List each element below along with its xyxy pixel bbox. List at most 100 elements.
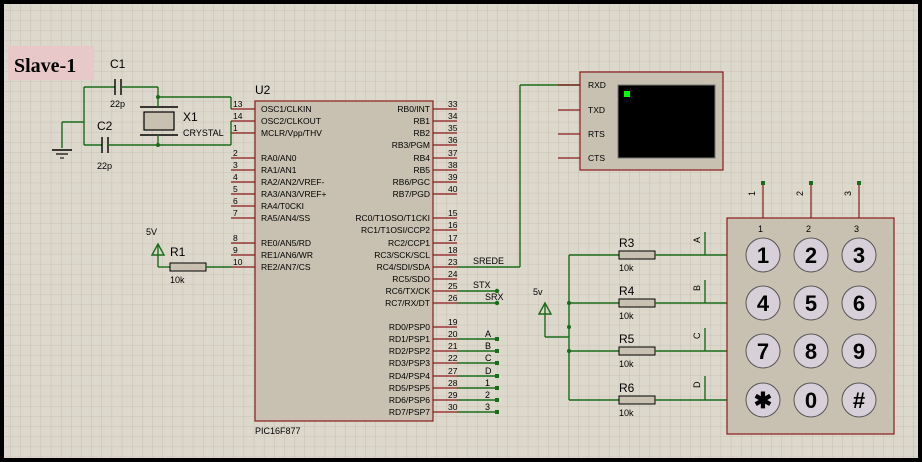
keypad-key-label: 0 xyxy=(805,388,817,413)
mcu-pin-number: 5 xyxy=(233,184,238,194)
net-terminal xyxy=(495,349,499,353)
mcu-pin-number: 20 xyxy=(448,329,458,339)
pullup-resistor-body xyxy=(618,395,656,405)
pullup-resistor-value: 10k xyxy=(619,359,634,369)
row-net-label: B xyxy=(692,285,702,291)
mcu-pin-number: 8 xyxy=(233,233,238,243)
mcu-pin-number: 21 xyxy=(448,341,458,351)
mcu-pin-name: RA0/AN0 xyxy=(261,153,297,163)
mcu-pin-name: RE2/AN7/CS xyxy=(261,262,311,272)
pullup-resistor-body xyxy=(618,250,656,260)
pullup-resistor-value: 10k xyxy=(619,263,634,273)
mcu-pin-name: RD6/PSP6 xyxy=(389,395,430,405)
portd-net-label: 3 xyxy=(485,402,490,412)
mcu-pin-name: RA3/AN3/VREF+ xyxy=(261,189,326,199)
keypad-key[interactable] xyxy=(841,382,877,418)
keypad-key[interactable] xyxy=(745,285,781,321)
mcu-pin-name: RD1/PSP1 xyxy=(389,334,430,344)
pullup-resistor-value: 10k xyxy=(619,408,634,418)
mcu-pin-number: 4 xyxy=(233,172,238,182)
keypad-key[interactable] xyxy=(793,285,829,321)
mcu-pin-name: RC7/RX/DT xyxy=(385,298,430,308)
crystal-ref: X1 xyxy=(183,110,198,124)
mcu-pin-name: RA5/AN4/SS xyxy=(261,213,310,223)
crystal-type: CRYSTAL xyxy=(183,128,224,138)
pullup-resistor-ref: R3 xyxy=(619,236,635,250)
sheet-title: Slave-1 xyxy=(14,55,76,77)
mcu-pin-number: 37 xyxy=(448,148,458,158)
pullup-resistor-ref: R4 xyxy=(619,284,635,298)
c1-value: 22p xyxy=(110,99,125,109)
keypad-key[interactable] xyxy=(745,382,781,418)
c2-ref: C2 xyxy=(97,119,113,133)
keypad-column-label: 1 xyxy=(758,224,763,234)
keypad-key[interactable] xyxy=(841,285,877,321)
terminal-pin-label: TXD xyxy=(588,105,605,115)
mcu-pin-name: RA4/T0CKI xyxy=(261,201,304,211)
keypad-key[interactable] xyxy=(745,333,781,369)
keypad-key[interactable] xyxy=(841,333,877,369)
mcu-pin-number: 15 xyxy=(448,208,458,218)
crystal-body xyxy=(143,111,175,131)
mcu-pin-name: RC3/SCK/SCL xyxy=(374,250,430,260)
pullup-supply: 5v xyxy=(533,287,543,297)
mcu-pin-name: RC1/T1OSI/CCP2 xyxy=(361,225,430,235)
r1-value: 10k xyxy=(170,275,185,285)
pullup-resistor-body xyxy=(618,298,656,308)
mcu-pin-number: 26 xyxy=(448,293,458,303)
mcu-pin-name: OSC1/CLKIN xyxy=(261,104,312,114)
pullup-resistor-value: 10k xyxy=(619,311,634,321)
c2-value: 22p xyxy=(97,161,112,171)
mcu-pin-number: 28 xyxy=(448,378,458,388)
net-terminal xyxy=(495,386,499,390)
mcu-pin-number: 38 xyxy=(448,160,458,170)
mcu-pin-number: 22 xyxy=(448,353,458,363)
keypad-key-label: 5 xyxy=(805,291,817,316)
keypad-key[interactable] xyxy=(793,333,829,369)
mcu-pin-number: 7 xyxy=(233,208,238,218)
keypad-column-label: 3 xyxy=(843,191,853,196)
mcu-pin-number: 19 xyxy=(448,317,458,327)
keypad-key[interactable] xyxy=(841,237,877,273)
mcu-pin-name: RC6/TX/CK xyxy=(386,286,431,296)
keypad-column-label: 1 xyxy=(747,191,757,196)
mcu-pin-name: RD4/PSP4 xyxy=(389,371,430,381)
mcu-pin-name: RC5/SDO xyxy=(392,274,430,284)
terminal-pin-label: RTS xyxy=(588,129,605,139)
pullup-network: 5v R310kAAR410kBBR510kCCR610kDD xyxy=(533,232,740,418)
mcu-pin-number: 10 xyxy=(233,257,243,267)
keypad-key[interactable] xyxy=(793,237,829,273)
net-terminal xyxy=(495,398,499,402)
mcu-pin-name: RC4/SDI/SDA xyxy=(377,262,431,272)
keypad-column-label: 2 xyxy=(806,224,811,234)
title-highlight xyxy=(8,46,94,80)
pullup-resistor-ref: R6 xyxy=(619,381,635,395)
pullup-resistor-ref: R5 xyxy=(619,332,635,346)
mcu-pin-name: RA1/AN1 xyxy=(261,165,297,175)
keypad-key-label: 3 xyxy=(853,243,865,268)
mcu-pin-name: RE1/AN6/WR xyxy=(261,250,313,260)
terminal-pin-label: RXD xyxy=(588,80,606,90)
mcu-pin-name: RB5 xyxy=(413,165,430,175)
mcu-pin-number: 33 xyxy=(448,99,458,109)
portd-net-label: B xyxy=(485,341,491,351)
net-label-stx: STX xyxy=(473,280,491,290)
keypad-key-label: 7 xyxy=(757,339,769,364)
mcu-pin-number: 34 xyxy=(448,111,458,121)
keypad-key-label: 9 xyxy=(853,339,865,364)
net-label-srede: SREDE xyxy=(473,256,504,266)
pullup-resistor-group: R310kAAR410kBBR510kCCR610kDD xyxy=(569,232,740,418)
keypad-key[interactable] xyxy=(793,382,829,418)
portd-net-label: 2 xyxy=(485,390,490,400)
r1-supply: 5V xyxy=(146,227,157,237)
mcu-pin-number: 27 xyxy=(448,366,458,376)
keypad-key-label: 2 xyxy=(805,243,817,268)
keypad-key[interactable] xyxy=(745,237,781,273)
net-terminal xyxy=(495,374,499,378)
terminal-screen xyxy=(617,84,716,159)
net-terminal xyxy=(495,361,499,365)
